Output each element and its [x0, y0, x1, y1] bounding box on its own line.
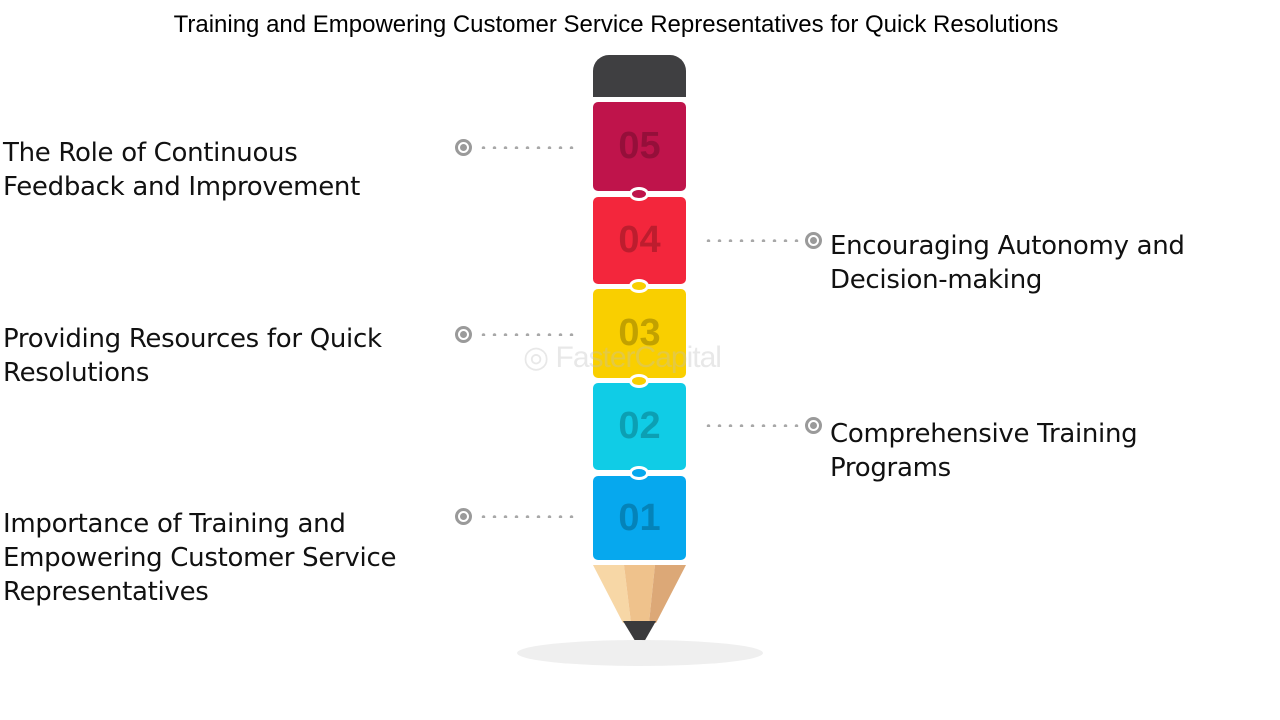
connector-01 — [455, 507, 574, 525]
step-03-segment: 03 — [593, 289, 686, 378]
puzzle-knob — [629, 187, 649, 201]
target-icon — [455, 325, 472, 343]
target-icon — [455, 138, 472, 156]
step-number: 01 — [618, 496, 661, 539]
puzzle-knob — [629, 466, 649, 480]
page-title: Training and Empowering Customer Service… — [173, 11, 1059, 38]
target-icon — [805, 416, 822, 434]
pencil-shadow — [517, 640, 763, 666]
puzzle-knob — [629, 374, 649, 388]
step-number: 04 — [618, 219, 661, 261]
step-04-segment: 04 — [593, 197, 686, 284]
connector-05 — [455, 138, 574, 156]
step-04-label: Encouraging Autonomy and Decision-making — [830, 231, 1185, 295]
watermark-logo: ◎ FasterCapital — [523, 341, 722, 374]
connector-04 — [703, 231, 822, 249]
target-icon — [805, 231, 822, 249]
step-number: 05 — [618, 125, 661, 167]
target-icon — [455, 507, 472, 525]
step-05-label: The Role of Continuous Feedback and Impr… — [3, 138, 360, 202]
puzzle-knob — [629, 279, 649, 293]
step-number: 02 — [618, 405, 661, 447]
step-02-label: Comprehensive Training Programs — [830, 419, 1138, 483]
pencil-cap — [593, 55, 686, 97]
pencil-tip — [593, 565, 686, 649]
step-01-segment: 01 — [593, 476, 686, 560]
step-02-segment: 02 — [593, 383, 686, 470]
connector-03 — [455, 325, 574, 343]
connector-02 — [703, 416, 822, 434]
step-05-segment: 05 — [593, 102, 686, 191]
step-01-label: Importance of Training and Empowering Cu… — [3, 509, 397, 607]
step-number: 03 — [618, 312, 661, 354]
step-03-label: Providing Resources for Quick Resolution… — [3, 324, 382, 388]
